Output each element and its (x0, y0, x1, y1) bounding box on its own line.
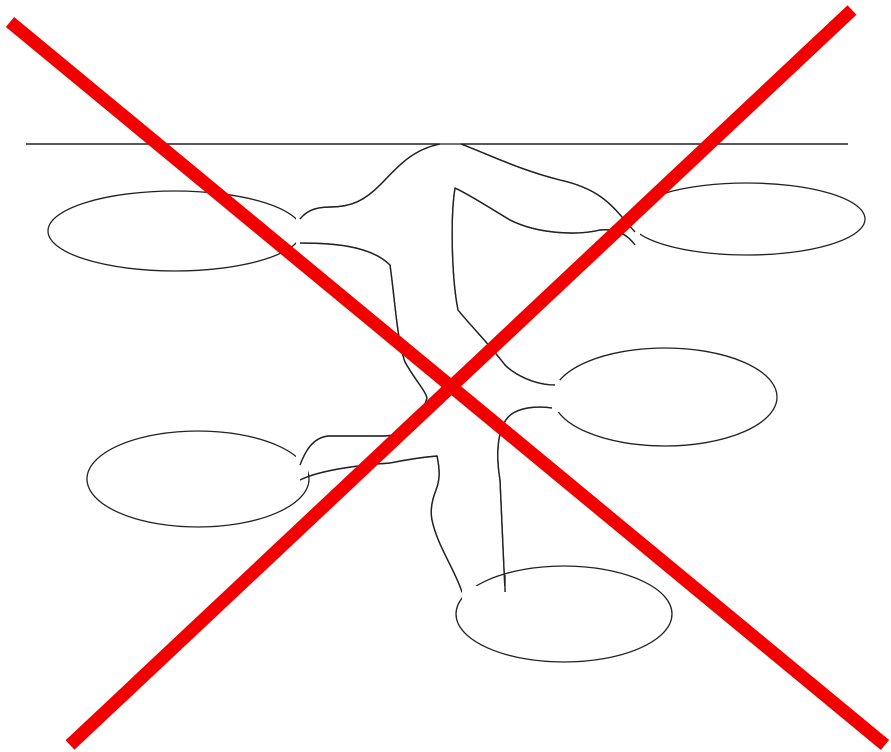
tunnel-join-middle-left (296, 432, 308, 484)
tunnel-join-top-left (296, 215, 304, 247)
chamber-middle-right (553, 348, 777, 446)
chamber-middle-left (87, 431, 309, 527)
chamber-bottom (456, 566, 672, 662)
tunnel-join-bottom (462, 586, 505, 600)
